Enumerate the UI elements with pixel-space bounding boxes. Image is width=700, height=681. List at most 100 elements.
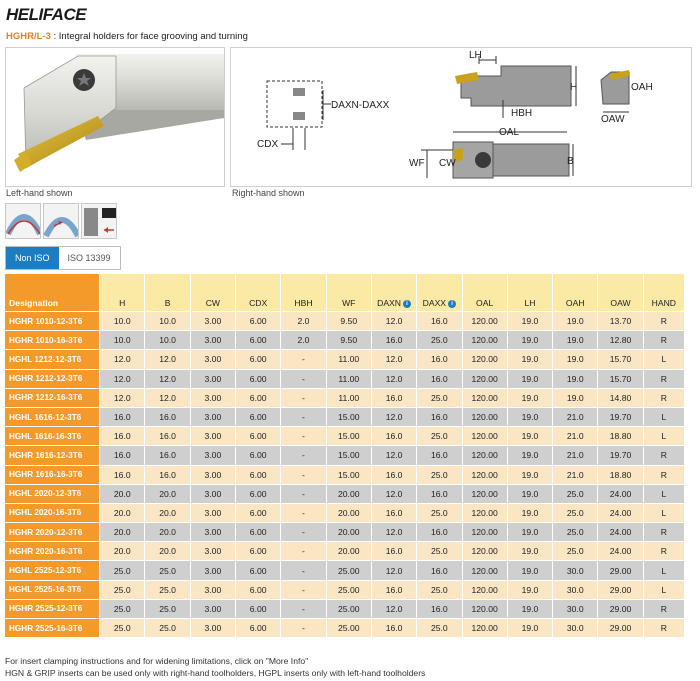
cell-b: 20.0 <box>144 522 191 542</box>
col-header-hand: HAND <box>643 274 686 312</box>
back-turning-icon <box>84 208 116 236</box>
cell-oal: 120.00 <box>462 541 508 561</box>
product-photo-panel <box>5 47 225 187</box>
cell-oah: 19.0 <box>552 330 599 350</box>
cell-hbh: 2.0 <box>280 310 327 331</box>
cell-lh: 19.0 <box>507 406 554 427</box>
cell-wf: 9.50 <box>326 330 372 350</box>
cell-cw: 3.00 <box>190 618 237 638</box>
col-header-oah: OAH <box>552 274 599 312</box>
cell-daxx: 16.0 <box>416 560 463 581</box>
cell-oah: 25.0 <box>552 522 599 542</box>
cell-designation[interactable]: HGHL 2525-12-3T6 <box>5 560 101 581</box>
cell-designation[interactable]: HGHR 2020-16-3T6 <box>5 541 101 561</box>
cell-oaw: 24.00 <box>597 483 644 504</box>
tab-non-iso[interactable]: Non ISO <box>6 247 59 269</box>
thumb-face-grooving[interactable] <box>5 203 41 239</box>
operation-thumbnails <box>5 203 117 239</box>
cell-designation[interactable]: HGHR 1212-16-3T6 <box>5 387 101 408</box>
cell-h: 16.0 <box>99 445 146 465</box>
col-header-b: B <box>144 274 191 312</box>
daxn-info-icon[interactable]: i <box>403 299 411 308</box>
cell-oaw: 19.70 <box>597 445 644 465</box>
cell-cdx: 6.00 <box>235 464 282 485</box>
cell-hbh: - <box>280 349 327 370</box>
cell-cdx: 6.00 <box>235 579 282 600</box>
cell-designation[interactable]: HGHR 1616-12-3T6 <box>5 445 101 465</box>
cell-designation[interactable]: HGHL 1616-16-3T6 <box>5 426 101 446</box>
cell-designation[interactable]: HGHL 2020-16-3T6 <box>5 502 101 523</box>
face-turning-icon <box>44 217 78 238</box>
thumb-back-turning[interactable] <box>81 203 117 239</box>
cell-designation[interactable]: HGHL 1212-12-3T6 <box>5 349 101 370</box>
tab-iso-13399[interactable]: ISO 13399 <box>58 247 120 269</box>
cell-daxn: 12.0 <box>371 310 418 331</box>
cell-designation[interactable]: HGHR 2020-12-3T6 <box>5 522 101 542</box>
daxx-info-icon[interactable]: i <box>448 299 457 308</box>
cell-oaw: 15.70 <box>597 349 644 370</box>
caption-left-hand: Left-hand shown <box>6 188 73 198</box>
cell-oaw: 29.00 <box>597 579 644 600</box>
cell-oal: 120.00 <box>462 560 508 581</box>
cell-designation[interactable]: HGHL 2020-12-3T6 <box>5 483 101 504</box>
cell-hand: R <box>643 618 686 638</box>
footer-note-clamping: For insert clamping instructions and for… <box>5 656 309 666</box>
cell-wf: 15.00 <box>326 406 372 427</box>
cell-designation[interactable]: HGHR 1010-16-3T6 <box>5 330 101 350</box>
cell-cw: 3.00 <box>190 598 237 619</box>
cell-daxx: 16.0 <box>416 406 463 427</box>
cell-b: 10.0 <box>144 310 191 331</box>
col-header-h: H <box>99 274 146 312</box>
cell-cdx: 6.00 <box>235 445 282 465</box>
cell-oaw: 24.00 <box>597 522 644 542</box>
cell-hbh: - <box>280 598 327 619</box>
cell-designation[interactable]: HGHL 1616-12-3T6 <box>5 406 101 427</box>
cell-lh: 19.0 <box>507 541 554 561</box>
cell-lh: 19.0 <box>507 426 554 446</box>
cell-designation[interactable]: HGHR 1010-12-3T6 <box>5 310 101 331</box>
cell-hbh: - <box>280 579 327 600</box>
cell-daxx: 25.0 <box>416 464 463 485</box>
cell-designation[interactable]: HGHR 2525-12-3T6 <box>5 598 101 619</box>
cell-designation[interactable]: HGHR 2525-16-3T6 <box>5 618 101 638</box>
cell-oal: 120.00 <box>462 310 508 331</box>
cell-h: 10.0 <box>99 330 146 350</box>
cell-oaw: 24.00 <box>597 541 644 561</box>
cell-oah: 21.0 <box>552 426 599 446</box>
cell-cw: 3.00 <box>190 502 237 523</box>
cell-oal: 120.00 <box>462 618 508 638</box>
cell-lh: 19.0 <box>507 598 554 619</box>
cell-designation[interactable]: HGHL 2525-16-3T6 <box>5 579 101 600</box>
cell-cdx: 6.00 <box>235 368 282 389</box>
cell-oaw: 15.70 <box>597 368 644 389</box>
cell-daxn: 12.0 <box>371 483 418 504</box>
thumb-face-turning[interactable] <box>43 203 79 239</box>
cell-b: 16.0 <box>144 426 191 446</box>
cell-daxn: 12.0 <box>371 522 418 542</box>
cell-daxn: 16.0 <box>371 330 418 350</box>
toolholder-photo <box>14 54 224 172</box>
cell-designation[interactable]: HGHR 1616-16-3T6 <box>5 464 101 485</box>
label-cw: CW <box>439 158 456 169</box>
cell-cdx: 6.00 <box>235 502 282 523</box>
cell-designation[interactable]: HGHR 1212-12-3T6 <box>5 368 101 389</box>
